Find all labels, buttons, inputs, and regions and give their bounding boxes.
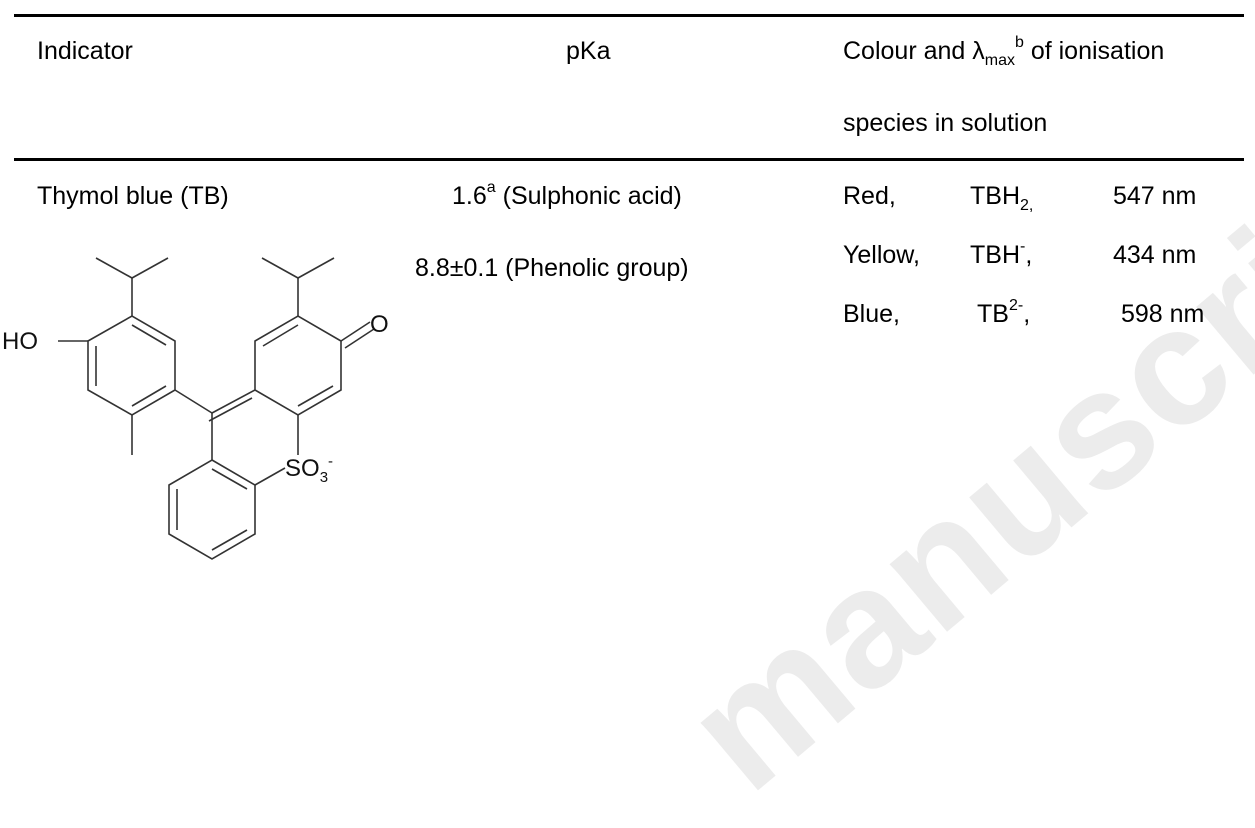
species-colour: Yellow, xyxy=(843,241,920,269)
species-colour: Red, xyxy=(843,182,896,210)
benzene-ring xyxy=(168,459,256,560)
species-wavelength: 434 nm xyxy=(1113,241,1197,269)
o-label: O xyxy=(370,311,389,338)
header-indicator: Indicator xyxy=(37,37,133,65)
indicator-name: Thymol blue (TB) xyxy=(37,182,229,210)
header-pka: pKa xyxy=(566,37,611,65)
pka2: 8.8±0.1 (Phenolic group) xyxy=(415,254,689,282)
ho-label: HO xyxy=(2,328,38,355)
header-colour-line1: Colour and λmaxb of ionisation xyxy=(843,34,1165,69)
species-wavelength: 547 nm xyxy=(1113,182,1197,210)
so3-label: SO3- xyxy=(285,453,333,486)
species-formula: TBH-, xyxy=(970,238,1033,270)
right-ring xyxy=(254,315,342,416)
table-header-rule xyxy=(14,158,1244,161)
species-wavelength: 598 nm xyxy=(1121,300,1205,328)
header-colour-line2: species in solution xyxy=(843,109,1048,137)
pka1: 1.6a (Sulphonic acid) xyxy=(452,179,682,211)
species-colour: Blue, xyxy=(843,300,900,328)
thymol-blue-structure: HO O SO3- xyxy=(2,257,389,560)
table-top-rule xyxy=(14,14,1244,17)
species-formula: TB2-, xyxy=(977,297,1031,329)
species-formula: TBH2, xyxy=(970,182,1034,214)
left-ring xyxy=(87,315,176,416)
